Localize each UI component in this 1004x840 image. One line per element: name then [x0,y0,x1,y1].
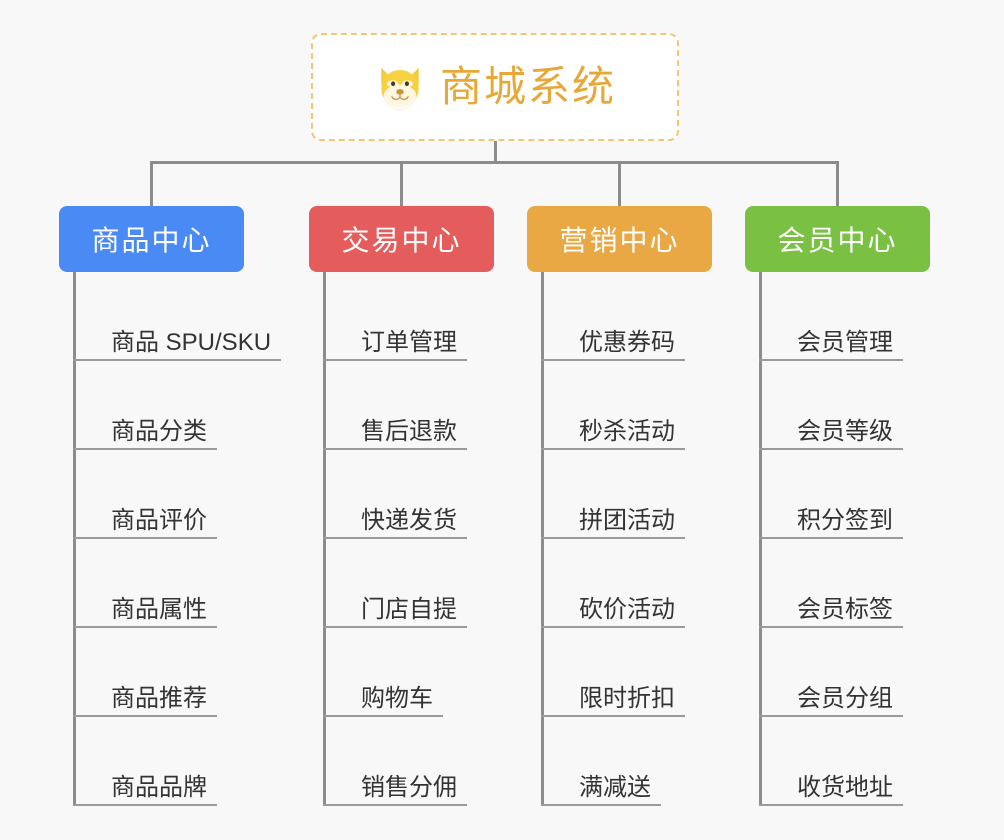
branch-items-3: 优惠券码 秒杀活动 拼团活动 砍价活动 [541,272,712,806]
list-item-label: 砍价活动 [579,595,675,623]
list-item[interactable]: 订单管理 [323,272,494,361]
item-underline [759,715,903,717]
item-underline [73,715,217,717]
list-item[interactable]: 会员标签 [759,539,930,628]
list-item-label: 订单管理 [361,328,457,356]
item-underline [541,448,685,450]
item-underline [323,448,467,450]
list-item-label: 商品 SPU/SKU [111,328,272,356]
trunk-line-2 [323,272,326,806]
branch-items-4: 会员管理 会员等级 积分签到 会员标签 [759,272,930,806]
branch-column-1: 商品中心 商品 SPU/SKU 商品分类 商品评价 [59,206,282,806]
branch-items-2: 订单管理 售后退款 快递发货 门店自提 [323,272,494,806]
drop-line-col-2 [400,161,403,207]
list-item[interactable]: 门店自提 [323,539,494,628]
list-item-label: 商品品牌 [111,773,207,801]
list-item[interactable]: 商品评价 [73,450,244,539]
trunk-line-4 [759,272,762,806]
item-underline [73,626,217,628]
drop-line-col-1 [150,161,153,207]
list-item[interactable]: 商品品牌 [73,717,244,806]
list-item[interactable]: 会员分组 [759,628,930,717]
list-item-label: 会员分组 [797,684,893,712]
item-underline [759,359,903,361]
root-node[interactable]: 商城系统 [311,33,679,141]
item-underline [323,804,467,806]
branch-column-2: 交易中心 订单管理 售后退款 快递发货 [309,206,494,806]
item-underline [541,537,685,539]
list-item[interactable]: 秒杀活动 [541,361,712,450]
list-item-label: 满减送 [579,773,651,801]
item-underline [759,448,903,450]
item-underline [323,537,467,539]
list-item-label: 商品分类 [111,417,207,445]
item-underline [73,448,217,450]
item-underline [759,537,903,539]
list-item[interactable]: 砍价活动 [541,539,712,628]
list-item[interactable]: 收货地址 [759,717,930,806]
branch-column-4: 会员中心 会员管理 会员等级 积分签到 [745,206,930,806]
branch-header-4[interactable]: 会员中心 [745,206,930,272]
list-item-label: 购物车 [361,684,433,712]
list-item[interactable]: 销售分佣 [323,717,494,806]
root-title: 商城系统 [439,63,616,110]
list-item-label: 售后退款 [361,417,457,445]
list-item[interactable]: 优惠券码 [541,272,712,361]
item-underline [541,804,661,806]
list-item-label: 快递发货 [361,506,457,534]
list-item[interactable]: 满减送 [541,717,712,806]
list-item[interactable]: 售后退款 [323,361,494,450]
list-item-label: 会员标签 [797,595,893,623]
list-item[interactable]: 拼团活动 [541,450,712,539]
list-item-label: 商品评价 [111,506,207,534]
list-item[interactable]: 商品 SPU/SKU [73,272,282,361]
branch-header-2[interactable]: 交易中心 [309,206,494,272]
list-item[interactable]: 限时折扣 [541,628,712,717]
item-underline [759,626,903,628]
list-item-label: 商品推荐 [111,684,207,712]
item-underline [73,804,217,806]
branch-items-1: 商品 SPU/SKU 商品分类 商品评价 商品属性 [73,272,282,806]
list-item[interactable]: 快递发货 [323,450,494,539]
branch-column-3: 营销中心 优惠券码 秒杀活动 拼团活动 [527,206,712,806]
list-item-label: 会员管理 [797,328,893,356]
drop-line-col-3 [618,161,621,207]
list-item-label: 门店自提 [361,595,457,623]
item-underline [323,626,467,628]
list-item[interactable]: 商品分类 [73,361,244,450]
item-underline [73,359,282,361]
branch-header-3[interactable]: 营销中心 [527,206,712,272]
list-item[interactable]: 商品属性 [73,539,244,628]
item-underline [323,359,467,361]
item-underline [541,359,685,361]
list-item-label: 收货地址 [797,773,893,801]
dog-face-icon [374,61,426,113]
trunk-line-3 [541,272,544,806]
list-item[interactable]: 积分签到 [759,450,930,539]
list-item[interactable]: 商品推荐 [73,628,244,717]
list-item[interactable]: 会员等级 [759,361,930,450]
list-item-label: 优惠券码 [579,328,675,356]
list-item-label: 商品属性 [111,595,207,623]
list-item-label: 拼团活动 [579,506,675,534]
list-item-label: 销售分佣 [361,773,457,801]
item-underline [73,537,217,539]
connector-bus [150,161,839,164]
item-underline [541,715,685,717]
item-underline [323,715,443,717]
branch-header-1[interactable]: 商品中心 [59,206,244,272]
trunk-line-1 [73,272,76,806]
drop-line-col-4 [836,161,839,207]
list-item-label: 积分签到 [797,506,893,534]
list-item[interactable]: 购物车 [323,628,494,717]
item-underline [759,804,903,806]
list-item-label: 限时折扣 [579,684,675,712]
list-item[interactable]: 会员管理 [759,272,930,361]
item-underline [541,626,685,628]
root-stem [494,141,497,164]
list-item-label: 会员等级 [797,417,893,445]
list-item-label: 秒杀活动 [579,417,675,445]
